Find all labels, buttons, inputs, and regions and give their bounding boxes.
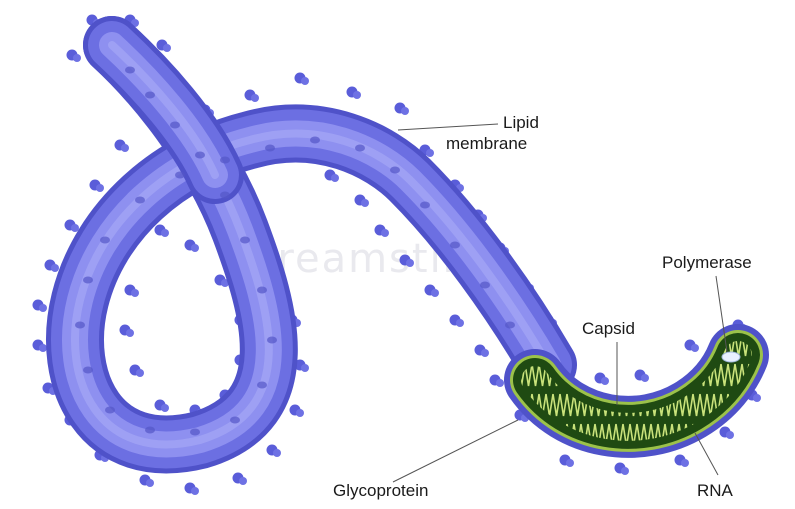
polymerase-icon <box>721 351 741 363</box>
polymerase-leader <box>715 275 728 353</box>
membrane-texture-dot <box>83 366 93 374</box>
glycoprotein-spike-icon <box>131 289 139 297</box>
membrane-texture-dot <box>480 281 490 289</box>
rna-leader <box>694 432 719 476</box>
membrane-texture-dot <box>230 416 240 424</box>
glycoprotein-spike-icon <box>221 279 229 287</box>
lipid-membrane-label-line2: membrane <box>446 134 527 153</box>
membrane-texture-dot <box>190 428 200 436</box>
glycoprotein-spike-icon <box>406 259 414 267</box>
glycoprotein-spike-icon <box>51 264 59 272</box>
lipid-membrane-leader <box>397 123 499 131</box>
membrane-texture-dot <box>265 144 275 152</box>
glycoprotein-spike-icon <box>146 479 154 487</box>
membrane-texture-dot <box>355 144 365 152</box>
membrane-texture-dot <box>175 171 185 179</box>
membrane-texture-dot <box>505 321 515 329</box>
lipid-membrane-body <box>46 16 577 474</box>
glycoprotein-spike-icon <box>426 149 434 157</box>
membrane-texture-dot <box>257 286 267 294</box>
capsid-label: Capsid <box>582 319 635 338</box>
polymerase-label: Polymerase <box>662 253 752 272</box>
glycoprotein-label: Glycoprotein <box>333 481 428 500</box>
membrane-texture-dot <box>100 236 110 244</box>
glycoprotein-spike-icon <box>621 467 629 475</box>
glycoprotein-spike-icon <box>566 459 574 467</box>
glycoprotein-spike-icon <box>191 487 199 495</box>
glycoprotein-spike-icon <box>251 94 259 102</box>
glycoprotein-spike-icon <box>331 174 339 182</box>
glycoprotein-spike-icon <box>301 77 309 85</box>
glycoprotein-spike-icon <box>361 199 369 207</box>
glycoprotein-spike-icon <box>126 329 134 337</box>
glycoprotein-spike-icon <box>481 349 489 357</box>
membrane-texture-dot <box>195 151 205 159</box>
membrane-texture-dot <box>75 321 85 329</box>
capsid-section <box>504 324 769 458</box>
membrane-texture-dot <box>240 236 250 244</box>
glycoprotein-spike-icon <box>39 304 47 312</box>
glycoprotein-spike-icon <box>691 344 699 352</box>
glycoprotein-spike-icon <box>496 379 504 387</box>
lipid-membrane-label: Lipid <box>503 113 539 132</box>
glycoprotein-spike-icon <box>96 184 104 192</box>
glycoprotein-spike-icon <box>39 344 47 352</box>
membrane-texture-dot <box>145 91 155 99</box>
membrane-texture-dot <box>125 66 135 74</box>
glycoprotein-spike-icon <box>161 229 169 237</box>
glycoprotein-spike-icon <box>121 144 129 152</box>
glycoprotein-spike-icon <box>273 449 281 457</box>
glycoprotein-spike-icon <box>381 229 389 237</box>
membrane-texture-dot <box>257 381 267 389</box>
membrane-texture-dot <box>450 241 460 249</box>
glycoprotein-spike-icon <box>726 431 734 439</box>
membrane-texture-dot <box>83 276 93 284</box>
glycoprotein-spike-icon <box>753 394 761 402</box>
glycoprotein-spike-icon <box>163 44 171 52</box>
membrane-texture-dot <box>105 406 115 414</box>
glycoprotein-spike-icon <box>239 477 247 485</box>
membrane-texture-dot <box>390 166 400 174</box>
glycoprotein-spike-icon <box>191 244 199 252</box>
glycoprotein-spike-icon <box>353 91 361 99</box>
glycoprotein-spike-icon <box>301 364 309 372</box>
membrane-texture-dot <box>310 136 320 144</box>
membrane-texture-dot <box>267 336 277 344</box>
glycoprotein-spike-icon <box>73 54 81 62</box>
membrane-texture-dot <box>220 156 230 164</box>
glycoprotein-spike-icon <box>641 374 649 382</box>
membrane-texture-dot <box>135 196 145 204</box>
membrane-texture-dot <box>220 191 230 199</box>
glycoprotein-spike-icon <box>401 107 409 115</box>
rna-label: RNA <box>697 481 734 500</box>
membrane-texture-dot <box>420 201 430 209</box>
membrane-texture-dot <box>170 121 180 129</box>
glycoprotein-spike-icon <box>161 404 169 412</box>
glycoprotein-spike-icon <box>456 319 464 327</box>
membrane-texture-dot <box>145 426 155 434</box>
glycoprotein-spike-icon <box>71 224 79 232</box>
glycoprotein-spike-icon <box>681 459 689 467</box>
glycoprotein-spike-icon <box>601 377 609 385</box>
glycoprotein-spike-icon <box>136 369 144 377</box>
glycoprotein-spike-icon <box>296 409 304 417</box>
glycoprotein-spike-icon <box>431 289 439 297</box>
glycoprotein-leader <box>392 419 519 483</box>
